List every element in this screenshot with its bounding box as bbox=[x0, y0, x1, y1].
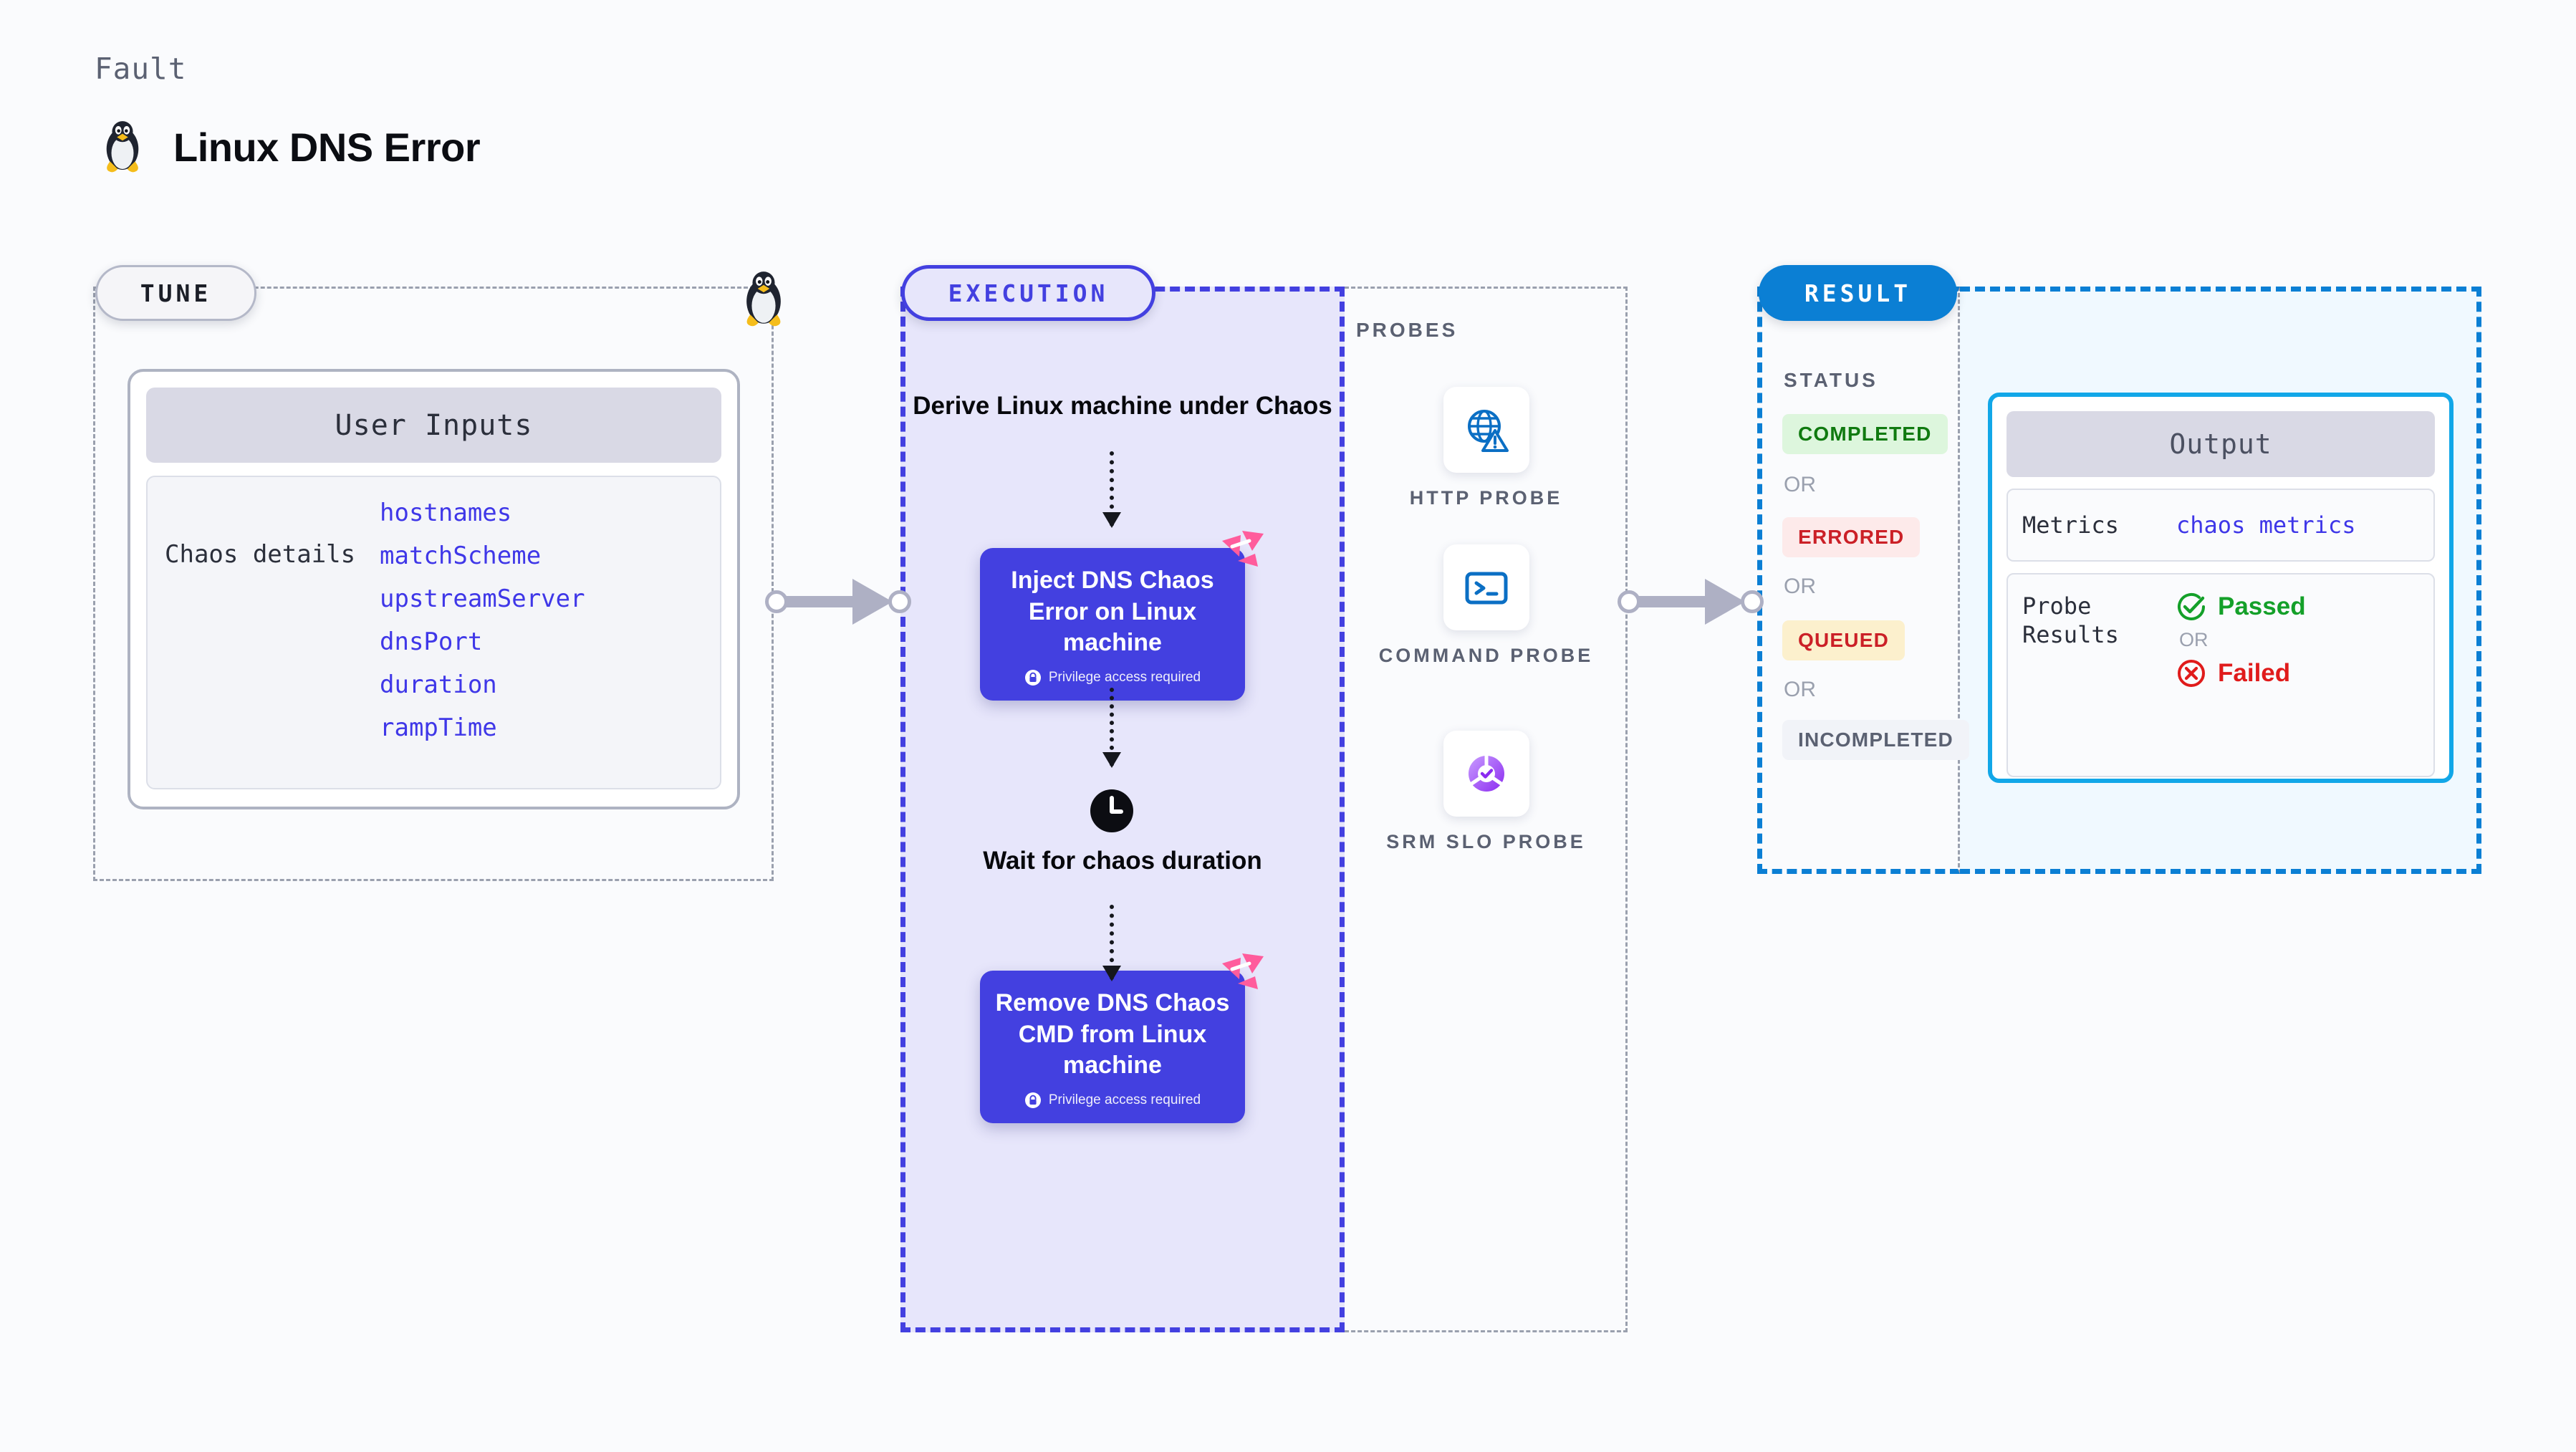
probe-command[interactable]: COMMAND PROBE bbox=[1345, 544, 1628, 669]
probe-results-key: Probe Results bbox=[2022, 592, 2119, 648]
node-title: Remove DNS Chaos CMD from Linux machine bbox=[995, 989, 1230, 1080]
probe-icon-box bbox=[1443, 731, 1529, 817]
param-matchscheme[interactable]: matchScheme bbox=[380, 542, 542, 570]
chaos-details-param-list: hostnames matchScheme upstreamServer dns… bbox=[380, 499, 703, 766]
user-inputs-card: User Inputs Chaos details hostnames matc… bbox=[128, 369, 740, 809]
status-badge-incompleted: INCOMPLETED bbox=[1782, 720, 1969, 760]
metrics-key: Metrics bbox=[2022, 511, 2119, 539]
output-header: Output bbox=[2007, 411, 2435, 477]
harness-logo-icon bbox=[1222, 531, 1264, 567]
flow-arrow-derive-to-inject bbox=[1102, 451, 1121, 528]
probe-result-failed: Failed bbox=[2176, 658, 2306, 688]
execution-pill[interactable]: EXECUTION bbox=[901, 265, 1155, 321]
privilege-note: Privilege access required bbox=[991, 1092, 1234, 1109]
privilege-note: Privilege access required bbox=[991, 669, 1234, 686]
failed-label: Failed bbox=[2218, 659, 2291, 687]
output-row-metrics: Metrics chaos metrics bbox=[2007, 489, 2435, 562]
param-ramptime[interactable]: rampTime bbox=[380, 713, 497, 742]
tux-penguin-icon bbox=[106, 121, 139, 173]
page-header: Linux DNS Error bbox=[100, 118, 481, 176]
param-upstreamserver[interactable]: upstreamServer bbox=[380, 585, 585, 613]
globe-warning-icon bbox=[1467, 410, 1509, 452]
lock-icon bbox=[1024, 669, 1041, 686]
node-inject-dns-chaos[interactable]: Inject DNS Chaos Error on Linux machine … bbox=[980, 531, 1264, 701]
chaos-details-label: Chaos details bbox=[165, 540, 356, 569]
check-circle-icon bbox=[2178, 593, 2205, 620]
probe-label: COMMAND PROBE bbox=[1378, 645, 1594, 666]
param-duration[interactable]: duration bbox=[380, 670, 497, 699]
tune-pill[interactable]: TUNE bbox=[95, 265, 256, 321]
probe-label: SRM SLO PROBE bbox=[1386, 831, 1586, 852]
connector-tune-to-execution bbox=[759, 566, 924, 638]
or-separator: OR bbox=[2179, 629, 2209, 650]
probe-label: HTTP PROBE bbox=[1409, 487, 1563, 509]
privilege-note-text: Privilege access required bbox=[1048, 669, 1201, 685]
output-card: Output Metrics chaos metrics Probe Resul… bbox=[1988, 393, 2454, 783]
status-title: STATUS bbox=[1784, 369, 1878, 391]
status-badge-completed: COMPLETED bbox=[1782, 414, 1948, 454]
flow-arrow-wait-to-remove bbox=[1102, 905, 1121, 981]
param-hostnames[interactable]: hostnames bbox=[380, 499, 512, 527]
harness-logo-icon bbox=[1222, 953, 1264, 989]
or-separator: OR bbox=[1784, 574, 1816, 598]
connector-execution-to-result bbox=[1612, 566, 1777, 638]
flow-arrow-inject-to-wait bbox=[1102, 688, 1121, 768]
clock-icon bbox=[1090, 789, 1133, 832]
step-wait-label: Wait for chaos duration bbox=[983, 847, 1262, 875]
metrics-value[interactable]: chaos metrics bbox=[2176, 511, 2356, 539]
terminal-icon bbox=[1465, 572, 1507, 605]
slo-donut-check-icon bbox=[1468, 754, 1504, 792]
probe-http[interactable]: HTTP PROBE bbox=[1345, 387, 1628, 511]
or-separator: OR bbox=[1784, 473, 1816, 496]
probe-icon-box bbox=[1443, 544, 1529, 630]
step-derive-label: Derive Linux machine under Chaos bbox=[913, 392, 1332, 420]
result-status-panel bbox=[1757, 287, 1960, 874]
passed-label: Passed bbox=[2218, 592, 2306, 620]
user-inputs-body: Chaos details hostnames matchScheme upst… bbox=[146, 476, 721, 789]
probe-srm-slo[interactable]: SRM SLO PROBE bbox=[1345, 731, 1628, 855]
page-title: Linux DNS Error bbox=[173, 124, 481, 170]
probe-results-values: Passed OR Failed bbox=[2176, 592, 2306, 759]
node-title: Inject DNS Chaos Error on Linux machine bbox=[1011, 567, 1214, 657]
probe-icon-box bbox=[1443, 387, 1529, 473]
privilege-note-text: Privilege access required bbox=[1048, 1092, 1201, 1107]
tune-panel bbox=[93, 287, 774, 881]
lock-icon bbox=[1024, 1092, 1041, 1108]
status-badge-queued: QUEUED bbox=[1782, 620, 1905, 660]
node-remove-dns-chaos[interactable]: Remove DNS Chaos CMD from Linux machine … bbox=[980, 953, 1264, 1123]
or-separator: OR bbox=[1784, 678, 1816, 701]
status-badge-errored: ERRORED bbox=[1782, 517, 1921, 557]
probes-title: PROBES bbox=[1356, 319, 1458, 341]
probe-result-passed: Passed bbox=[2176, 592, 2306, 622]
x-circle-icon bbox=[2178, 660, 2205, 687]
page-kicker: Fault bbox=[95, 52, 187, 86]
param-dnsport[interactable]: dnsPort bbox=[380, 628, 483, 656]
output-row-probe-results: Probe Results Passed OR Failed bbox=[2007, 573, 2435, 777]
user-inputs-header: User Inputs bbox=[146, 388, 721, 463]
result-pill[interactable]: RESULT bbox=[1759, 265, 1957, 321]
tux-penguin-icon bbox=[746, 271, 781, 327]
